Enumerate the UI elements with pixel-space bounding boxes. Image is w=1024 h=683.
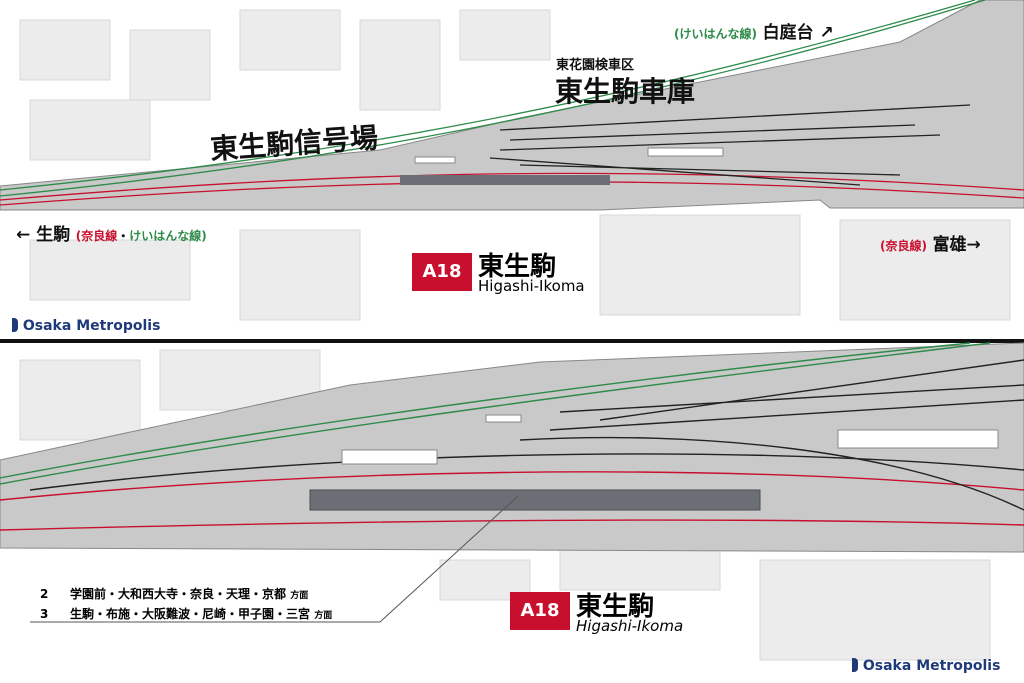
logo-text: Osaka Metropolis	[862, 658, 1001, 674]
track-number: 2	[40, 587, 49, 601]
destination-label: 富雄→	[932, 235, 981, 255]
panel-divider	[0, 339, 1024, 343]
station-number-badge: A18	[412, 253, 472, 291]
direction-suffix: 方面	[290, 591, 309, 601]
keihanna-line-label: (けいはんな線)	[674, 27, 757, 41]
depot-label: 東生駒車庫	[555, 75, 696, 108]
logo-icon	[852, 658, 858, 672]
logo-text: Osaka Metropolis	[22, 318, 161, 334]
legend-leader-line	[30, 495, 519, 623]
destinations: 生駒・布施・大阪難波・尼崎・甲子園・三宮	[70, 607, 311, 621]
logo: Osaka Metropolis	[852, 658, 1000, 674]
nara-line-label: (奈良線)	[880, 239, 927, 253]
keihanna-line-label: けいはんな線)	[129, 229, 207, 243]
station-name-en: Higashi-Ikoma	[576, 617, 684, 635]
nara-line-label: (奈良線	[75, 229, 118, 243]
tracks-top	[0, 0, 1024, 206]
to-ikoma: ← 生駒 (奈良線・けいはんな線)	[16, 220, 207, 245]
separator: ・	[117, 229, 130, 243]
destination-label: 白庭台 ↗	[762, 23, 834, 43]
station-number-badge: A18	[510, 592, 570, 630]
platform-legend: 2 学園前・大和西大寺・奈良・天理・京都 方面 3 生駒・布施・大阪難波・尼崎・甲子…	[40, 585, 332, 625]
tracks-bottom	[0, 342, 1024, 531]
station-name-ja: 東生駒	[576, 592, 655, 622]
direction-suffix: 方面	[314, 611, 333, 621]
logo: Osaka Metropolis	[12, 318, 160, 334]
station-name-en: Higashi-Ikoma	[478, 277, 585, 295]
platform-bottom	[309, 489, 761, 511]
legend-row: 2 学園前・大和西大寺・奈良・天理・京都 方面	[40, 585, 332, 605]
platform-top	[400, 175, 610, 185]
track-area-bottom	[0, 342, 1024, 553]
to-tomio: (奈良線) 富雄→	[880, 230, 981, 255]
to-shiraniwadai: (けいはんな線) 白庭台 ↗	[674, 18, 834, 43]
depot-sub-label: 東花園検車区	[556, 58, 635, 73]
track-number: 3	[40, 607, 49, 621]
destinations: 学園前・大和西大寺・奈良・天理・京都	[70, 587, 287, 601]
destination-label: ← 生駒	[16, 225, 71, 245]
station-name-ja: 東生駒	[478, 252, 557, 282]
legend-row: 3 生駒・布施・大阪難波・尼崎・甲子園・三宮 方面	[40, 605, 332, 625]
logo-icon	[12, 318, 18, 332]
